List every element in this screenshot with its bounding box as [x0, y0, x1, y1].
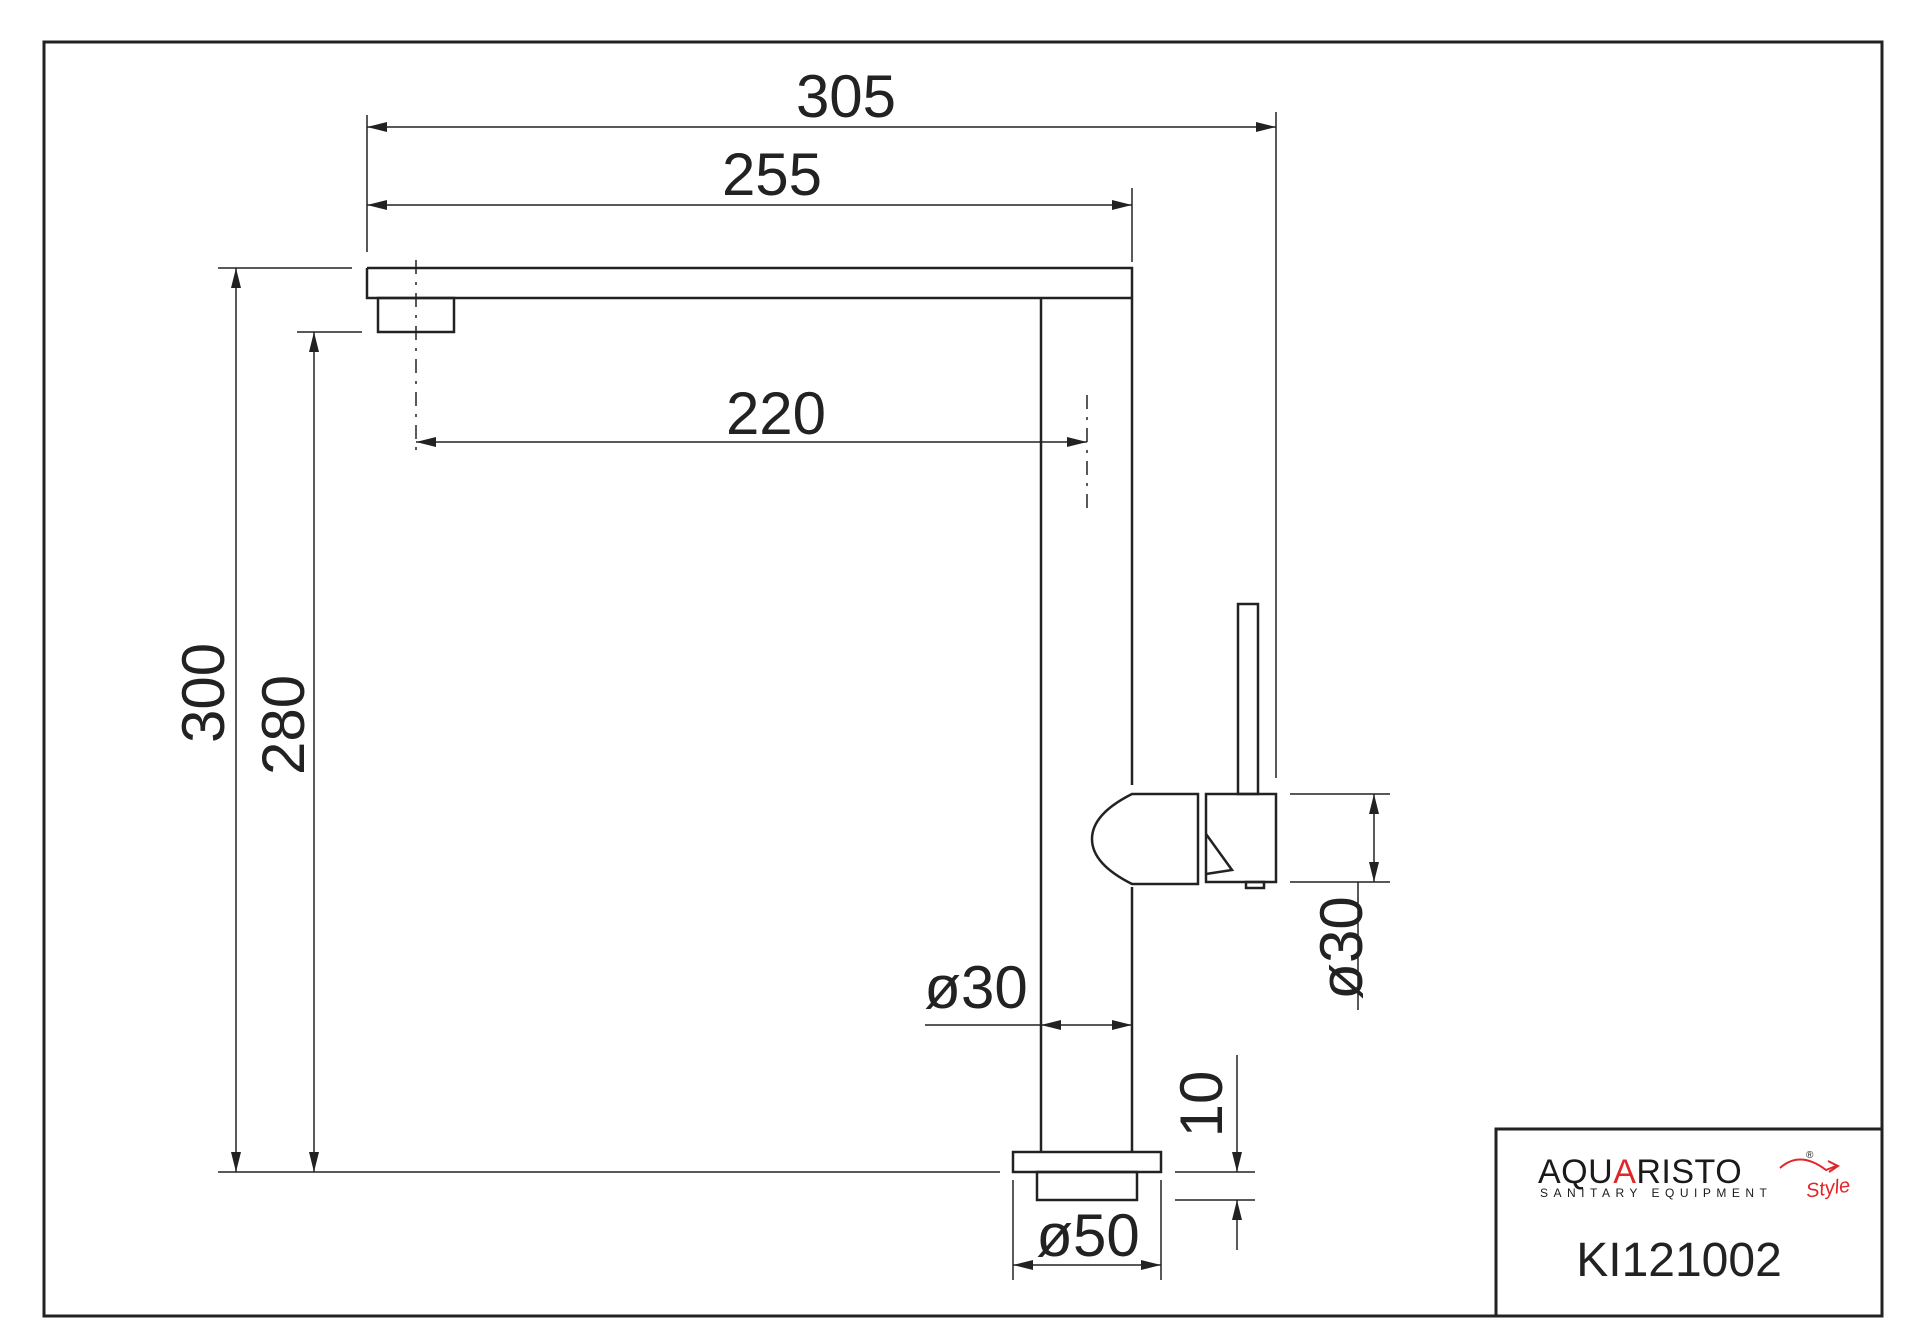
dim-spout-length: 255: [722, 141, 822, 208]
brand-script: Style: [1805, 1175, 1852, 1203]
dimension-lines: [231, 122, 1379, 1270]
spout-arm-underside: [365, 268, 1132, 300]
mixer-body: [1090, 792, 1200, 886]
drawing-frame: [42, 40, 1884, 1318]
brand-highlight: A: [1613, 1153, 1636, 1191]
brand-wordmark: AQUARISTO: [1538, 1153, 1742, 1191]
brand-swoosh-arrow-icon: [1827, 1160, 1840, 1173]
base-shank: [1035, 1170, 1139, 1202]
dim-base-thickness: 10: [1168, 1071, 1235, 1138]
dim-handle-diameter: ø30: [1308, 896, 1375, 999]
brand-swoosh-icon: [1779, 1158, 1837, 1172]
handle-base: [1204, 792, 1278, 884]
model-number: KI121002: [1576, 1234, 1782, 1287]
dim-reach: 220: [726, 380, 826, 447]
dim-body-diameter: ø30: [924, 954, 1027, 1021]
title-block-frame: [1494, 1127, 1884, 1318]
spout-arm: [367, 266, 1134, 785]
dim-spout-height: 280: [250, 675, 317, 775]
title-block: AQUARISTO ® SANITARY EQUIPMENT Style KI1…: [1494, 1127, 1884, 1318]
brand-registered-mark: ®: [1806, 1150, 1814, 1161]
dim-base-diameter: ø50: [1036, 1202, 1139, 1269]
brand-logo: AQUARISTO ® SANITARY EQUIPMENT Style: [1538, 1150, 1852, 1203]
base-plate: [1011, 1150, 1163, 1174]
dim-overall-width: 305: [796, 63, 896, 130]
brand-prefix: AQU: [1538, 1153, 1613, 1191]
brand-tagline: SANITARY EQUIPMENT: [1540, 1186, 1772, 1200]
brand-suffix: RISTO: [1636, 1153, 1742, 1191]
handle-bevel: [1204, 833, 1235, 876]
dim-total-height: 300: [170, 643, 237, 743]
handle-lever: [1236, 602, 1260, 796]
handle-tip: [1244, 880, 1266, 890]
